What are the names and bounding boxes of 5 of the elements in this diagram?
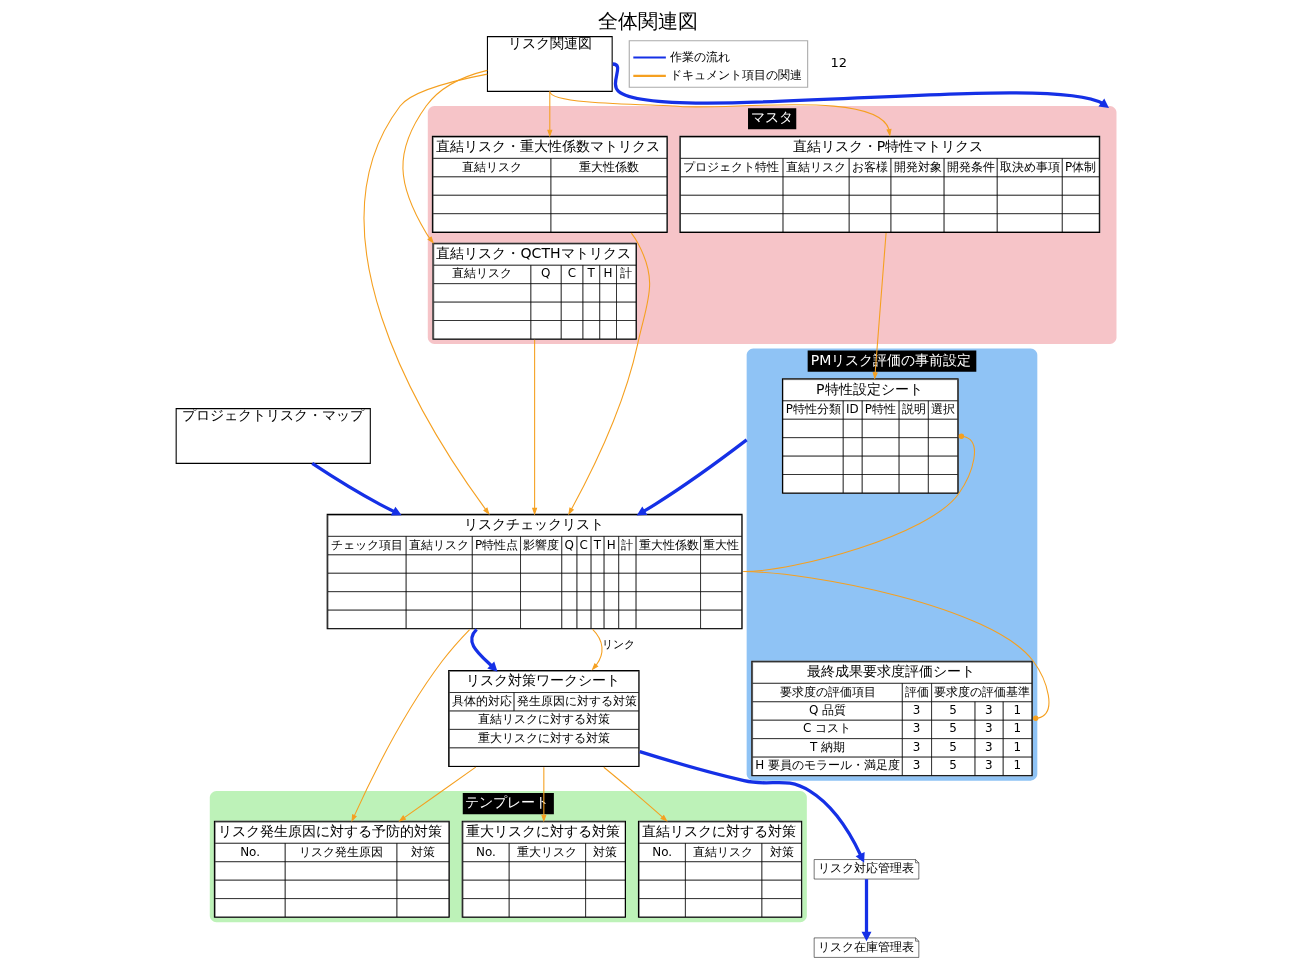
legend-label: ドキュメント項目の関連: [670, 67, 803, 82]
diagram-title: 全体関連図: [598, 10, 699, 34]
label: 12: [830, 55, 848, 71]
edge-label: リンク: [601, 637, 635, 651]
legend-label: 作業の流れ: [670, 49, 731, 64]
